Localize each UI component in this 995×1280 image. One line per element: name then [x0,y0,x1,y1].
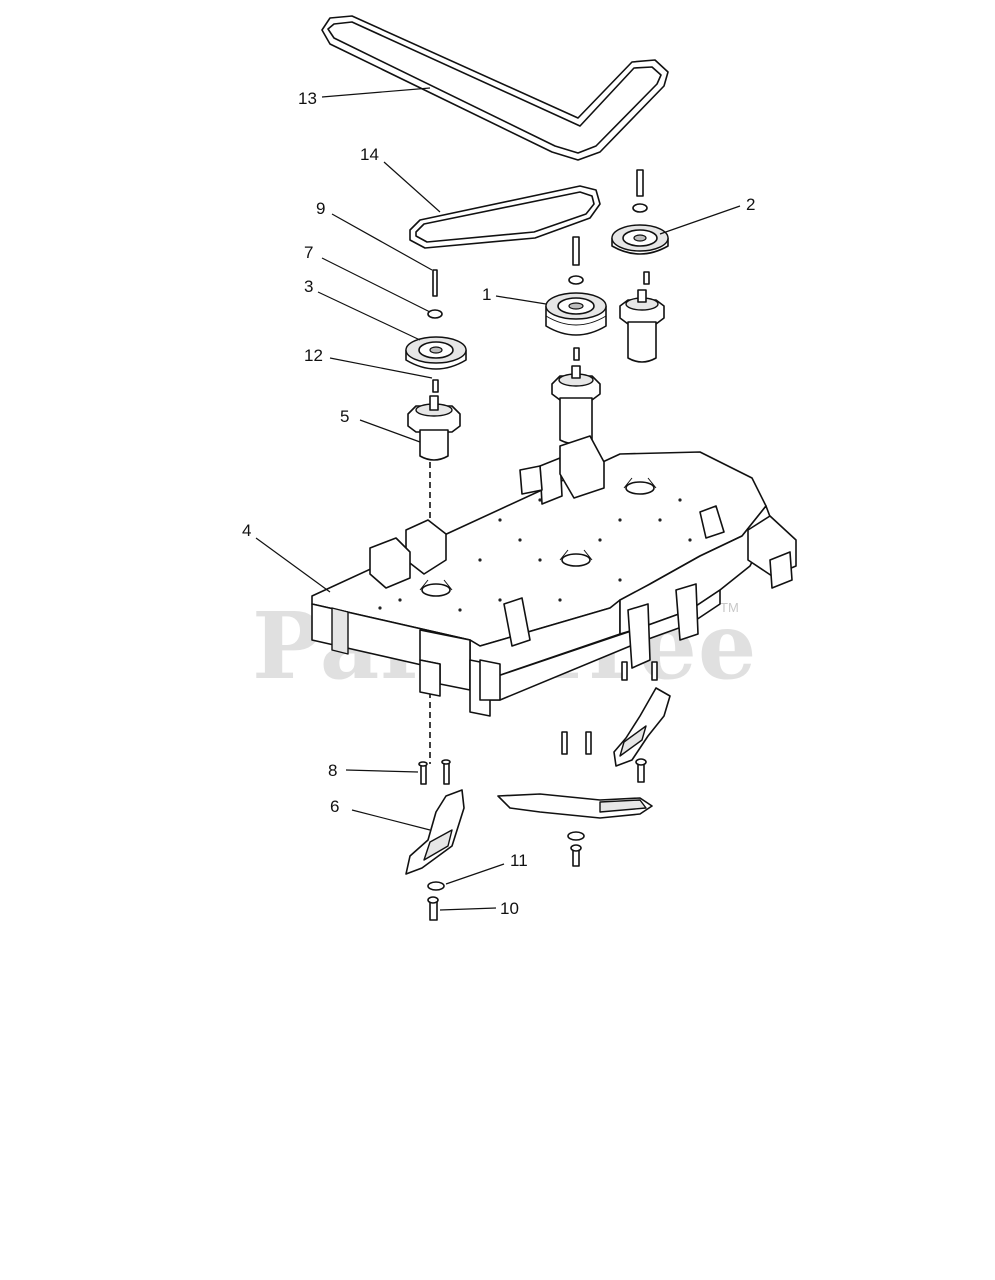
callout-13[interactable]: 13 [298,89,317,108]
callout-6[interactable]: 6 [330,797,339,816]
part-12-spacer [432,379,439,393]
center-blade [497,793,653,867]
part-13-drive-belt [321,15,669,161]
callout-1[interactable]: 1 [482,285,491,304]
callout-10[interactable]: 10 [500,899,519,918]
blade-bolts [561,661,658,755]
callout-7[interactable]: 7 [304,243,313,262]
callout-8[interactable]: 8 [328,761,337,780]
leader-lines [255,87,741,911]
callout-labels: 13 14 9 7 3 12 5 4 1 2 8 6 11 10 [242,89,755,918]
callout-12[interactable]: 12 [304,346,323,365]
callout-14[interactable]: 14 [360,145,379,164]
callout-5[interactable]: 5 [340,407,349,426]
part-1-center-pulley [545,236,607,445]
part-5-spindle [407,395,461,461]
watermark-trademark: TM [720,600,739,615]
part-8-bolts [418,759,451,785]
callout-2[interactable]: 2 [746,195,755,214]
right-blade [613,687,671,783]
callout-4[interactable]: 4 [242,521,251,540]
part-11-washer [427,881,445,891]
part-6-left-blade [405,789,465,875]
callout-3[interactable]: 3 [304,277,313,296]
part-4-mower-deck [311,435,797,717]
callout-11[interactable]: 11 [510,851,528,870]
part-14-short-belt [409,185,601,249]
part-3-left-pulley [405,336,467,370]
part-7-washer [427,309,443,319]
callout-9[interactable]: 9 [316,199,325,218]
part-9-key [432,269,438,297]
part-10-bolt [427,896,439,921]
part-2-right-pulley [611,169,669,363]
